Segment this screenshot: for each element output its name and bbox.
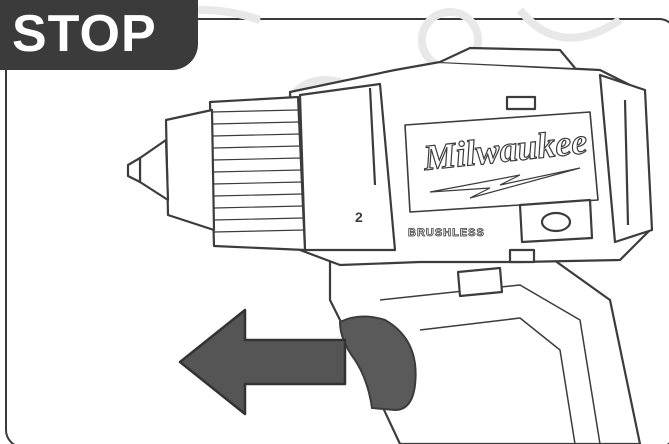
drill-body: 2 bbox=[126, 46, 654, 444]
speed-mark: 2 bbox=[355, 209, 363, 225]
left-arrow-icon bbox=[178, 308, 347, 416]
stop-label: STOP bbox=[12, 5, 157, 63]
brushless-label: BRUSHLESS bbox=[408, 227, 485, 239]
trigger bbox=[338, 315, 417, 412]
stop-badge: STOP bbox=[0, 0, 198, 70]
lightning-bolt-icon bbox=[429, 167, 581, 199]
